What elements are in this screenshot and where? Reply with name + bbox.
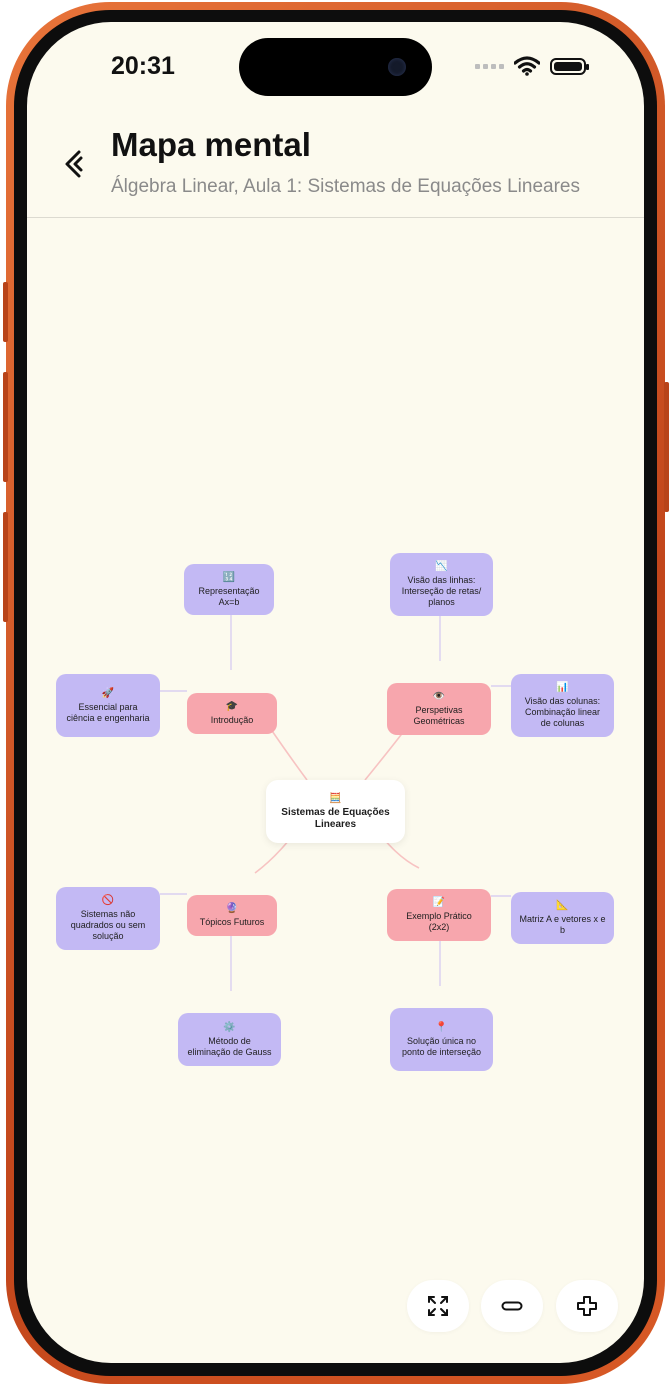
pin-icon: 📍 — [435, 1021, 448, 1033]
node-label: Sistemas de Equações Lineares — [281, 806, 390, 830]
camera-icon — [388, 58, 406, 76]
mindmap-branch-perspetivas[interactable]: 👁️ Perspetivas Geométricas — [387, 683, 491, 735]
dynamic-island — [239, 38, 432, 96]
gear-icon: ⚙️ — [223, 1021, 236, 1033]
mindmap-leaf-sistemas-nao-quadrados[interactable]: 🚫 Sistemas não quadrados ou sem solução — [56, 887, 160, 950]
battery-icon — [550, 57, 589, 75]
numbers-icon: 🔢 — [222, 571, 236, 583]
device-button — [3, 372, 8, 482]
mindmap-leaf-matriz[interactable]: 📐 Matriz A e vetores x e b — [511, 892, 614, 944]
status-time: 20:31 — [111, 52, 175, 80]
mindmap-leaf-essencial[interactable]: 🚀 Essencial para ciência e engenharia — [56, 674, 160, 737]
prohibited-icon: 🚫 — [101, 895, 115, 906]
node-label: Representação Ax=b — [198, 585, 260, 607]
mindmap-root-node[interactable]: 🧮 Sistemas de Equações Lineares — [266, 780, 405, 843]
node-label: Introdução — [210, 715, 254, 725]
mindmap-canvas[interactable]: 🧮 Sistemas de Equações Lineares 🎓 Introd… — [27, 218, 644, 1363]
wifi-icon — [514, 56, 540, 76]
node-label: Matriz A e vetores x e b — [519, 914, 606, 935]
node-label: Perspetivas Geométricas — [413, 705, 465, 726]
status-icons — [475, 56, 589, 76]
screen: 20:31 Mapa mental Álgebra Linear, Aula 1… — [27, 22, 644, 1363]
abacus-icon: 🧮 — [329, 792, 342, 804]
fit-view-button[interactable] — [407, 1280, 469, 1332]
zoom-out-button[interactable] — [481, 1280, 543, 1332]
rocket-icon: 🚀 — [101, 687, 115, 699]
expand-arrows-icon — [428, 1296, 448, 1316]
zoom-in-button[interactable] — [556, 1280, 618, 1332]
device-button — [664, 382, 669, 512]
node-label: Visão das linhas: Interseção de retas/ p… — [401, 575, 482, 607]
crystal-ball-icon: 🔮 — [225, 903, 239, 914]
node-label: Tópicos Futuros — [199, 917, 265, 927]
node-label: Método de eliminação de Gauss — [187, 1035, 272, 1057]
mindmap-leaf-visao-linhas[interactable]: 📉 Visão das linhas: Interseção de retas/… — [390, 553, 493, 616]
back-chevron-icon[interactable] — [57, 146, 93, 182]
node-label: Sistemas não quadrados ou sem solução — [70, 909, 146, 941]
page-title: Mapa mental — [111, 126, 311, 163]
device-button — [3, 282, 8, 342]
mindmap-leaf-solucao-unica[interactable]: 📍 Solução única no ponto de interseção — [390, 1008, 493, 1071]
node-label: Essencial para ciência e engenharia — [66, 701, 150, 723]
node-label: Visão das colunas: Combinação linear de … — [524, 696, 601, 728]
plus-icon — [577, 1296, 597, 1316]
mindmap-branch-topicos-futuros[interactable]: 🔮 Tópicos Futuros — [187, 895, 277, 936]
signal-icon — [475, 63, 504, 69]
mindmap-branch-exemplo-pratico[interactable]: 📝 Exemplo Prático (2x2) — [387, 889, 491, 941]
mindmap-leaf-eliminacao-gauss[interactable]: ⚙️ Método de eliminação de Gauss — [178, 1013, 281, 1066]
memo-icon: 📝 — [432, 897, 446, 908]
mindmap-leaf-visao-colunas[interactable]: 📊 Visão das colunas: Combinação linear d… — [511, 674, 614, 737]
minus-icon — [501, 1301, 523, 1311]
header-divider — [27, 217, 644, 218]
node-label: Exemplo Prático (2x2) — [406, 911, 472, 932]
graduation-cap-icon: 🎓 — [225, 701, 239, 712]
triangle-ruler-icon: 📐 — [556, 900, 569, 911]
eye-icon: 👁️ — [432, 691, 446, 702]
mindmap-leaf-representacao[interactable]: 🔢 Representação Ax=b — [184, 564, 274, 615]
bar-chart-icon: 📊 — [556, 682, 569, 693]
chart-decreasing-icon: 📉 — [435, 561, 448, 572]
mindmap-branch-introducao[interactable]: 🎓 Introdução — [187, 693, 277, 734]
device-button — [3, 512, 8, 622]
page-subtitle: Álgebra Linear, Aula 1: Sistemas de Equa… — [111, 176, 580, 197]
node-label: Solução única no ponto de interseção — [401, 1035, 482, 1057]
